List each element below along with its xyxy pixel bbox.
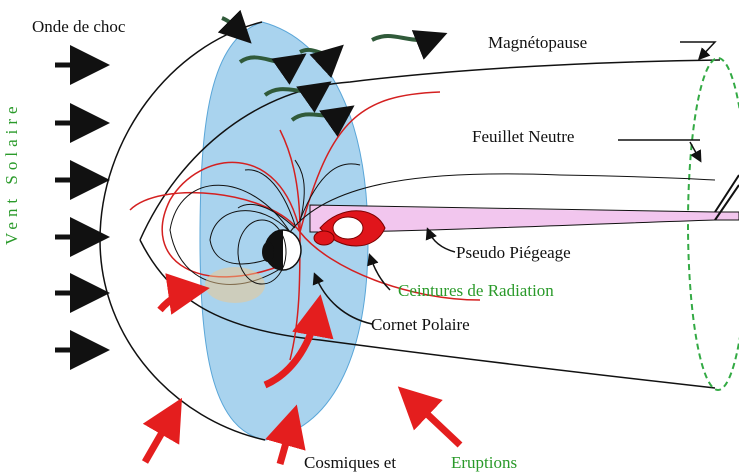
magnetopause-label: Magnétopause bbox=[488, 34, 587, 51]
polar-cusp-label: Cornet Polaire bbox=[371, 316, 470, 333]
bow-shock-label: Onde de choc bbox=[32, 18, 125, 35]
solar-wind-arrows bbox=[55, 65, 100, 350]
radiation-belts-label: Ceintures de Radiation bbox=[398, 282, 554, 299]
tail-ellipse bbox=[688, 58, 739, 390]
solar-wind-label: Vent Solaire bbox=[3, 101, 20, 245]
cusp-glow bbox=[205, 267, 265, 303]
eruptions-label: Eruptions bbox=[451, 454, 517, 471]
neutral-sheet-label: Feuillet Neutre bbox=[472, 128, 574, 145]
pseudo-trapping-label: Pseudo Piégeage bbox=[456, 244, 571, 261]
cosmic-label: Cosmiques et bbox=[304, 454, 396, 471]
